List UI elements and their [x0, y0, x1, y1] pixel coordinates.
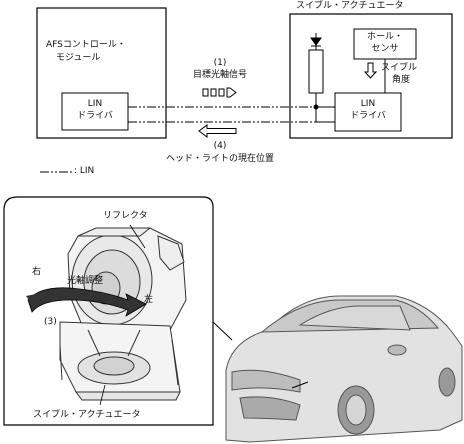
reflector-label: リフレクタ [103, 211, 148, 221]
swivel-lin-driver-box [334, 92, 402, 132]
signal-1-label: 目標光軸信号 [192, 70, 247, 80]
step-3-label: (3) [44, 317, 57, 327]
hall-sensor-box [353, 28, 417, 60]
right-label: 右 [32, 267, 42, 277]
left-label: 左 [144, 295, 154, 305]
rotation-arrow [27, 287, 147, 317]
afs-module-title-line2: モジュール [56, 53, 101, 63]
hall-sensor-label-line2: センサ [371, 44, 399, 54]
legend-label: : LIN [74, 166, 95, 176]
rotation-arrow-tail [26, 292, 46, 309]
reflector-leader [129, 224, 146, 249]
angle-down-arrow [363, 62, 378, 79]
current-position-arrow [198, 124, 237, 138]
swivel-actuator-title: スイブル・アクチュエータ [296, 1, 404, 11]
afs-driver-label-line2: ドライバ [77, 111, 113, 121]
car-headlamp-pointer [291, 381, 309, 389]
actuator-leader [99, 384, 106, 406]
swivel-driver-label-line1: LIN [360, 99, 376, 109]
signal-4-number: (4) [213, 141, 227, 151]
car-illustration [225, 295, 463, 443]
swivel-angle-label-line1: スイブル [381, 63, 418, 73]
frame-connector [212, 321, 233, 341]
afs-lin-driver-box [61, 92, 129, 131]
lin-lines [128, 106, 335, 123]
hall-sensor-label-line1: ホール・ [366, 32, 403, 42]
axis-adjust-label: 光軸調整 [67, 276, 104, 286]
target-signal-arrow [202, 87, 237, 98]
signal-1-number: (1) [213, 58, 227, 68]
afs-driver-label-line1: LIN [87, 99, 103, 109]
headlamp-assembly [59, 227, 187, 401]
afs-module-title-line1: AFSコントロール・ [46, 40, 126, 50]
swivel-driver-label-line2: ドライバ [350, 111, 386, 121]
swivel-actuator-detail-label: スイブル・アクチュエータ [33, 410, 141, 420]
signal-4-label: ヘッド・ライトの現在位置 [165, 154, 274, 164]
swivel-angle-label-line2: 角度 [392, 75, 411, 85]
